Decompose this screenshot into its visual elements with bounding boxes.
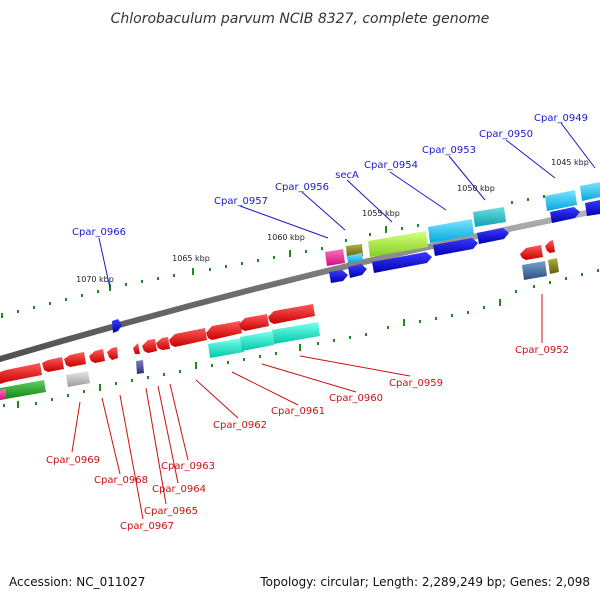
gene-arrow[interactable] xyxy=(239,314,269,331)
gene-arrow[interactable] xyxy=(372,252,432,273)
gene-seca[interactable] xyxy=(368,231,428,257)
gene-arrow[interactable] xyxy=(329,270,348,283)
forward-label-texts: Cpar_0966 Cpar_0957 Cpar_0956 secA Cpar_… xyxy=(72,113,588,238)
gene-arrow[interactable] xyxy=(169,328,207,347)
gene-cpar-0969[interactable] xyxy=(66,371,90,387)
gene-label[interactable]: Cpar_0953 xyxy=(422,145,476,156)
gene-arrow[interactable] xyxy=(550,207,580,223)
gene-box[interactable] xyxy=(548,258,559,274)
gene-arrow[interactable] xyxy=(42,357,64,372)
gene-label[interactable]: Cpar_0950 xyxy=(479,129,533,140)
gene-label[interactable]: Cpar_0961 xyxy=(271,406,325,417)
genome-summary-text: Topology: circular; Length: 2,289,249 bp… xyxy=(259,575,590,589)
gene-arrow[interactable] xyxy=(107,347,118,360)
gene-cpar-0957[interactable] xyxy=(325,249,345,266)
forward-gene-labels xyxy=(98,122,596,289)
gene-arrow[interactable] xyxy=(206,321,242,340)
reverse-strand-genes xyxy=(0,240,559,400)
gene-arrow[interactable] xyxy=(0,363,42,384)
gene-arrow[interactable] xyxy=(133,343,140,354)
gene-box[interactable] xyxy=(272,322,320,344)
gene-label[interactable]: secA xyxy=(335,170,359,181)
gene-arrow[interactable] xyxy=(545,240,555,253)
gene-arrow[interactable] xyxy=(477,228,509,244)
gene-label[interactable]: Cpar_0965 xyxy=(144,506,198,517)
gene-arrow[interactable] xyxy=(585,200,600,216)
gene-cpar-0953[interactable] xyxy=(473,207,506,227)
gene-label[interactable]: Cpar_0963 xyxy=(161,461,215,472)
gene-label[interactable]: Cpar_0966 xyxy=(72,227,126,238)
gene-label[interactable]: Cpar_0969 xyxy=(46,455,100,466)
reverse-gene-labels xyxy=(71,294,543,520)
gene-cpar-0966[interactable] xyxy=(112,319,122,333)
outer-tick-row xyxy=(1,195,545,318)
inner-tick-row xyxy=(3,269,599,408)
gene-box[interactable] xyxy=(208,338,244,358)
gene-label[interactable]: Cpar_0962 xyxy=(213,420,267,431)
gene-label[interactable]: Cpar_0954 xyxy=(364,160,418,171)
scale-label: 1060 kbp xyxy=(267,233,305,242)
gene-arrow[interactable] xyxy=(64,352,86,367)
gene-arrow[interactable] xyxy=(433,238,478,256)
gene-cpar-0965[interactable] xyxy=(136,360,144,374)
scale-label: 1070 kbp xyxy=(76,275,114,284)
gene-label[interactable]: Cpar_0968 xyxy=(94,475,148,486)
map-title: Chlorobaculum parvum NCIB 8327, complete… xyxy=(111,11,490,27)
gene-arrow[interactable] xyxy=(89,349,105,363)
gene-box[interactable] xyxy=(0,380,46,400)
accession-text: Accession: NC_011027 xyxy=(9,575,145,589)
gene-cpar-0954[interactable] xyxy=(428,219,474,243)
gene-label[interactable]: Cpar_0952 xyxy=(515,345,569,356)
genome-backbone xyxy=(0,206,600,363)
scale-labels: 1070 kbp 1065 kbp 1060 kbp 1055 kbp 1050… xyxy=(76,158,589,284)
reverse-label-texts: Cpar_0952 Cpar_0959 Cpar_0960 Cpar_0961 … xyxy=(46,345,569,532)
gene-arrow[interactable] xyxy=(142,339,157,353)
gene-label[interactable]: Cpar_0959 xyxy=(389,378,443,389)
gene-cpar-0956-b[interactable] xyxy=(347,253,363,263)
scale-label: 1055 kbp xyxy=(362,209,400,218)
gene-label[interactable]: Cpar_0957 xyxy=(214,196,268,207)
gene-box[interactable] xyxy=(0,389,6,400)
scale-label: 1065 kbp xyxy=(172,254,210,263)
gene-cpar-0952[interactable] xyxy=(520,245,543,260)
gene-label[interactable]: Cpar_0956 xyxy=(275,182,329,193)
scale-label: 1045 kbp xyxy=(551,158,589,167)
gene-label[interactable]: Cpar_0949 xyxy=(534,113,588,124)
gene-arrow[interactable] xyxy=(348,264,367,278)
gene-label[interactable]: Cpar_0960 xyxy=(329,393,383,404)
gene-box[interactable] xyxy=(240,331,274,351)
gene-cpar-0950[interactable] xyxy=(545,190,577,211)
gene-label[interactable]: Cpar_0964 xyxy=(152,484,206,495)
gene-box[interactable] xyxy=(522,261,547,280)
gene-arrow[interactable] xyxy=(268,304,315,324)
gene-cpar-0949[interactable] xyxy=(580,182,600,201)
gene-label[interactable]: Cpar_0967 xyxy=(120,521,174,532)
forward-strand-genes xyxy=(112,182,600,333)
gene-arrow[interactable] xyxy=(156,337,170,350)
